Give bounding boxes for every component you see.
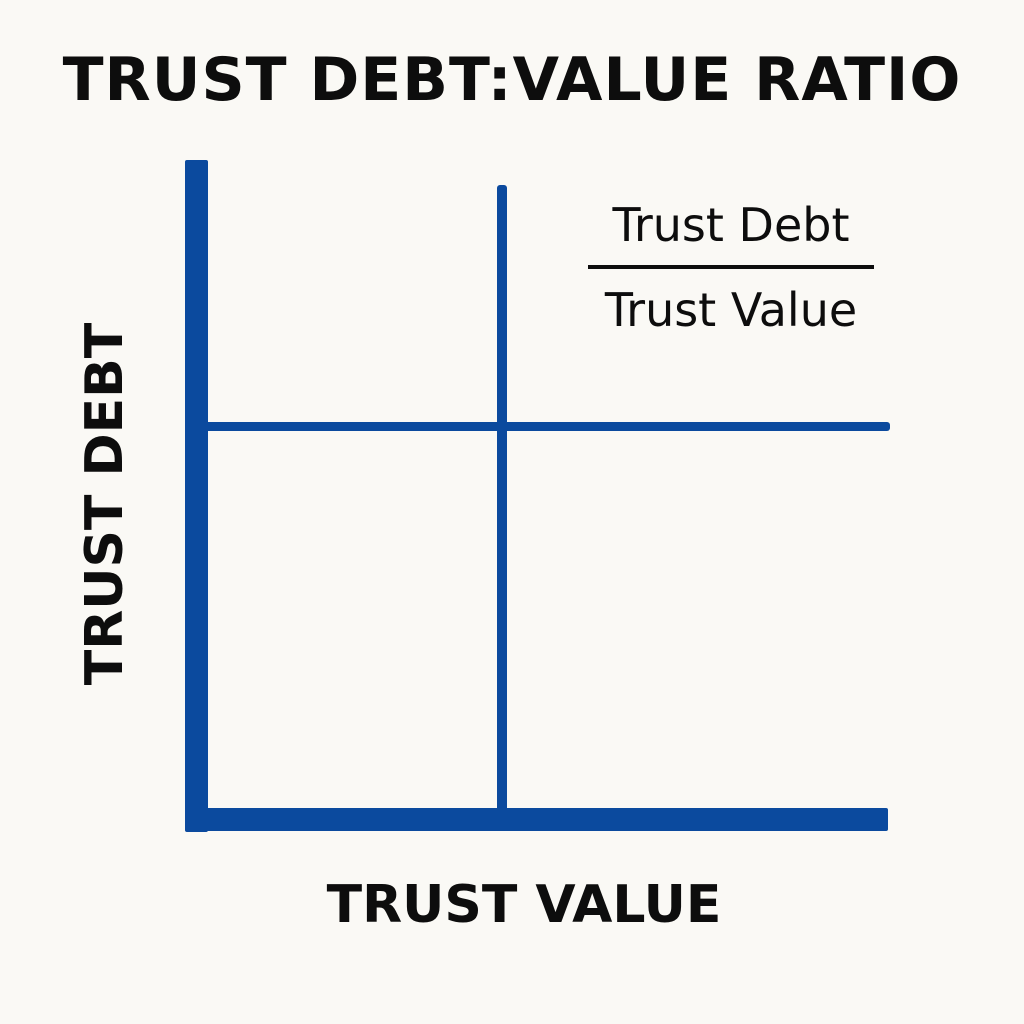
ratio-formula: Trust Debt Trust Value (588, 200, 874, 335)
ratio-numerator: Trust Debt (612, 198, 850, 252)
horizontal-divider (200, 422, 890, 431)
x-axis-label: TRUST VALUE (326, 875, 722, 935)
x-axis-line (185, 808, 888, 831)
vertical-divider (497, 185, 507, 812)
y-axis-line (185, 160, 208, 832)
y-axis-label: TRUST DEBT (75, 322, 135, 686)
ratio-denominator: Trust Value (604, 282, 858, 337)
diagram-title: TRUST DEBT:VALUE RATIO (62, 45, 962, 115)
fraction-bar (588, 264, 874, 269)
